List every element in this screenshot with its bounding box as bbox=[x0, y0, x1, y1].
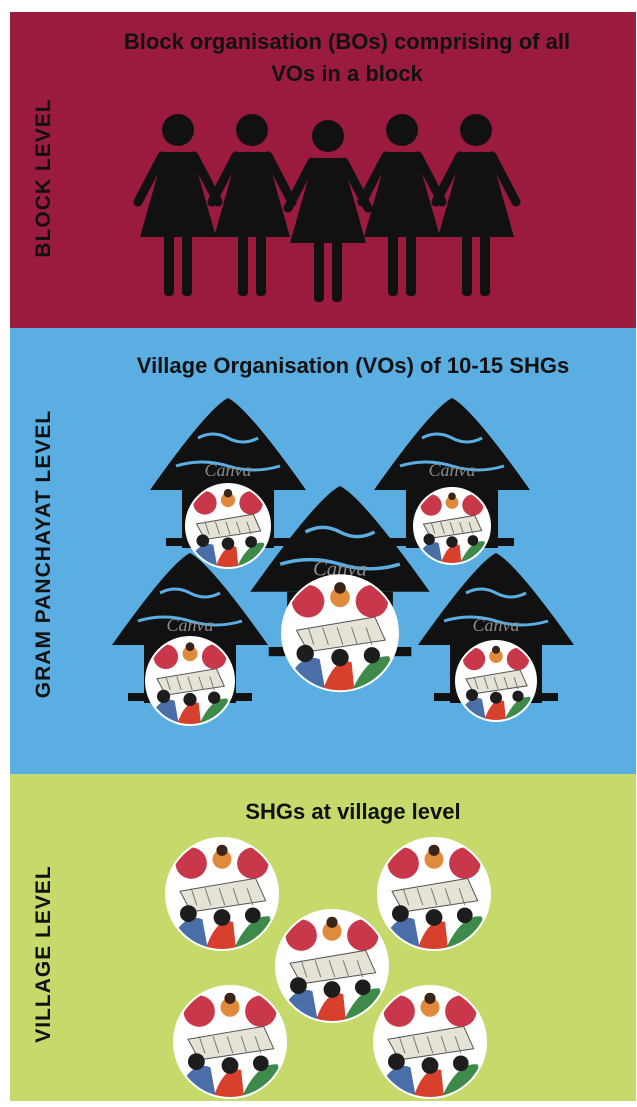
shg-group-meeting-icon bbox=[165, 837, 279, 951]
woman-figure-icon bbox=[431, 114, 521, 296]
women-figures-group bbox=[133, 114, 521, 302]
woman-figure-icon bbox=[357, 114, 447, 296]
village-level-heading: SHGs at village level bbox=[245, 799, 461, 824]
shg-group-meeting-icon bbox=[373, 985, 487, 1099]
shg-group-meeting-icon bbox=[413, 487, 491, 565]
shg-group-meeting-icon bbox=[377, 837, 491, 951]
block-level-heading: Block organisation (BOs) comprising of a… bbox=[62, 26, 632, 90]
shg-group-meeting-icon bbox=[173, 985, 287, 1099]
canva-watermark: Canva bbox=[473, 615, 520, 635]
hut-icon: Canva bbox=[418, 553, 574, 722]
canva-watermark: Canva bbox=[205, 460, 252, 480]
woman-figure-icon bbox=[207, 114, 297, 296]
shg-group-meeting-icon bbox=[185, 483, 271, 569]
shg-group-meeting-icon bbox=[145, 636, 235, 726]
canva-watermark: Canva bbox=[429, 460, 476, 480]
hut-icon: Canva bbox=[112, 553, 268, 726]
block-heading-line-2: VOs in a block bbox=[271, 60, 423, 86]
gram-level-heading: Village Organisation (VOs) of 10-15 SHGs bbox=[136, 353, 570, 378]
woman-figure-icon bbox=[133, 114, 223, 296]
hut-icon: Canva bbox=[374, 398, 530, 565]
shg-groups-cluster bbox=[165, 837, 491, 1099]
village-level-panel: VILLAGE LEVEL SHGs at village level bbox=[10, 774, 636, 1101]
shg-group-meeting-icon bbox=[275, 909, 389, 1023]
hut-icon: Canva bbox=[250, 486, 430, 693]
woman-figure-icon bbox=[283, 120, 373, 302]
block-heading-line-1: Block organisation (BOs) comprising of a… bbox=[123, 29, 571, 54]
canva-watermark: Canva bbox=[313, 559, 367, 581]
block-level-panel: BLOCK LEVEL Block organisation (BOs) com… bbox=[10, 12, 636, 328]
shg-group-meeting-icon bbox=[455, 640, 537, 722]
hut-icon: Canva bbox=[150, 398, 306, 569]
canva-watermark: Canva bbox=[167, 615, 214, 635]
gram-panchayat-level-panel: GRAM PANCHAYAT LEVEL Village Organisatio… bbox=[10, 328, 636, 774]
shg-group-meeting-icon bbox=[281, 574, 399, 693]
